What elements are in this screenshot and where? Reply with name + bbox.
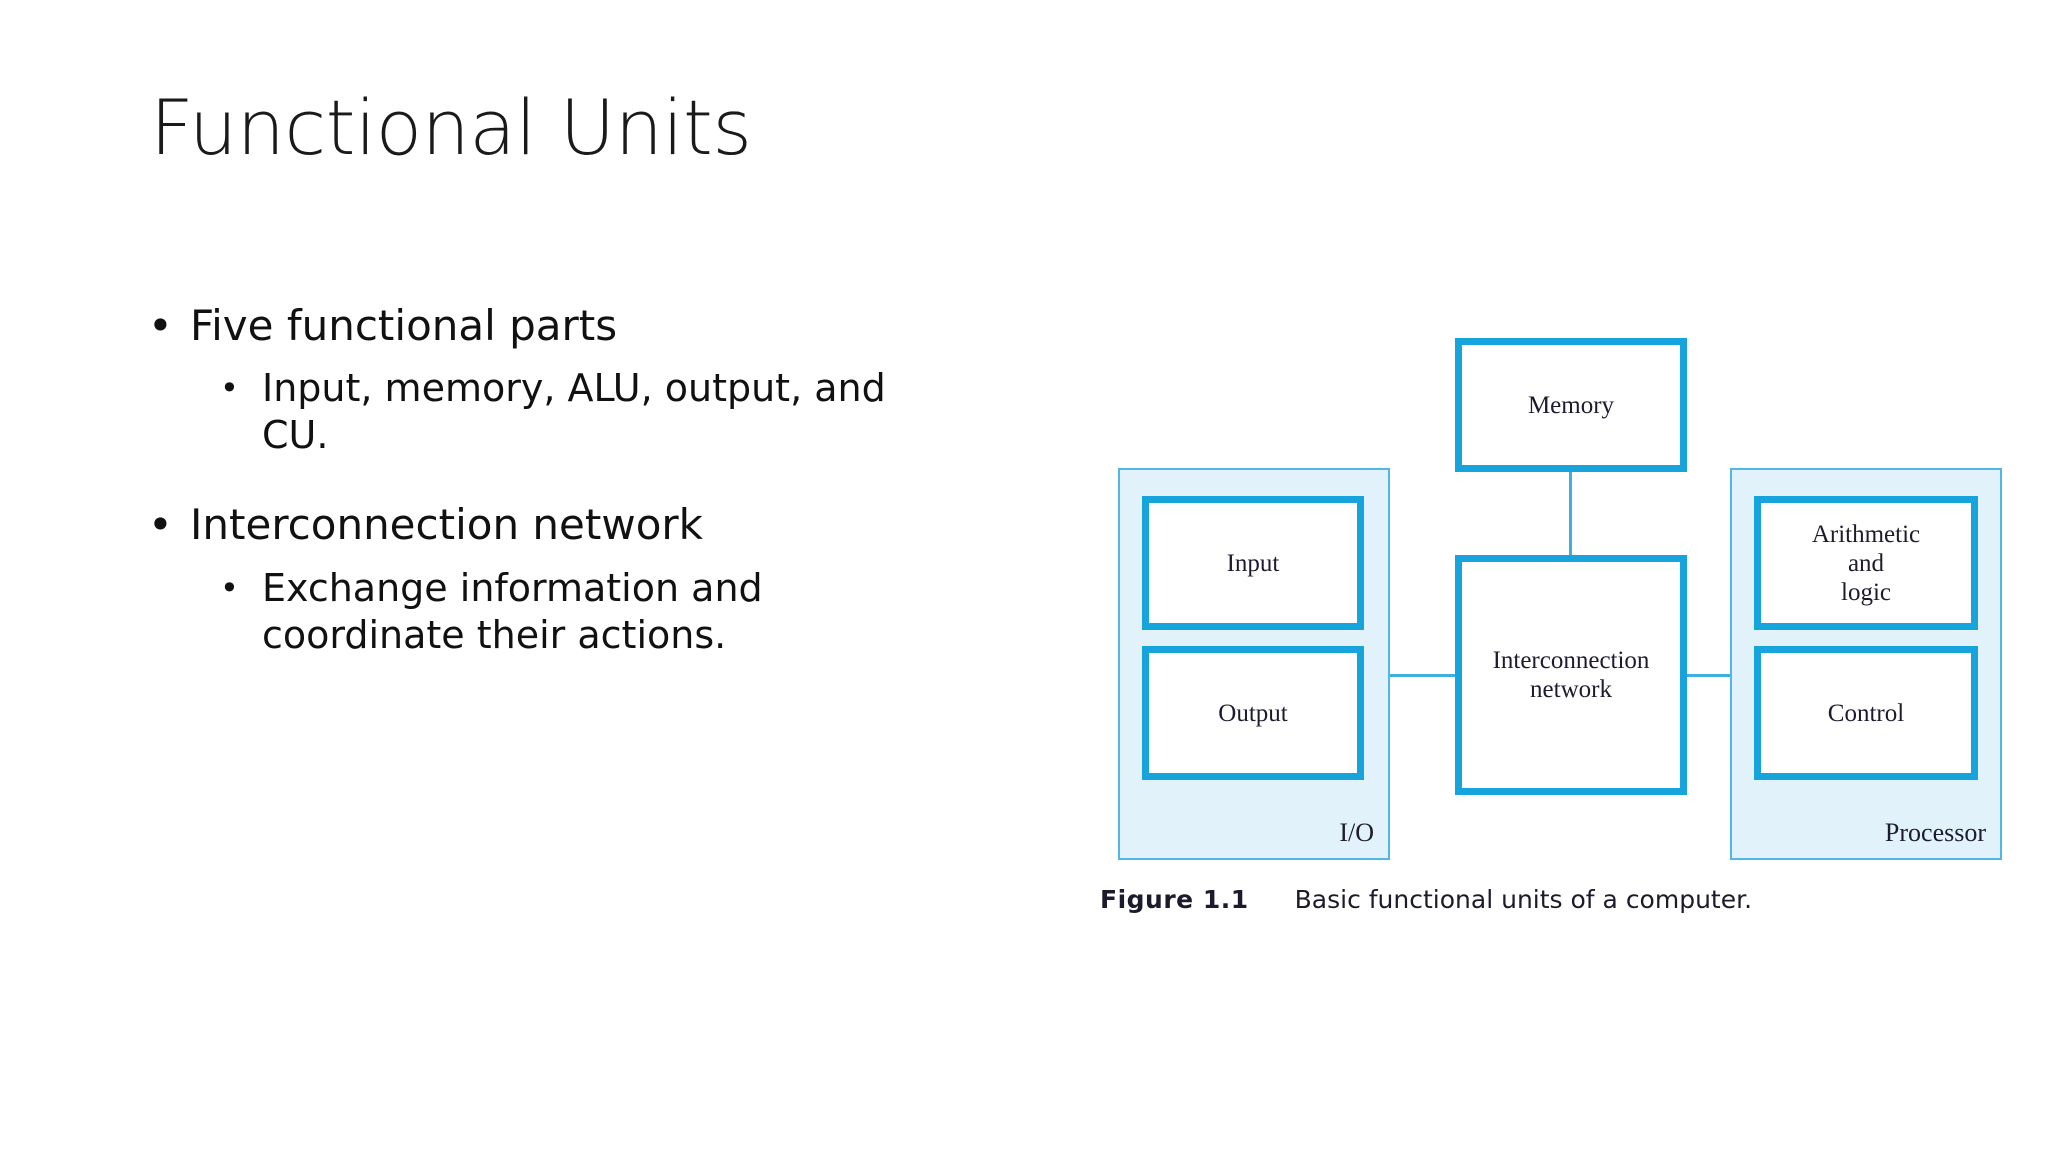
node-input: Input: [1142, 496, 1364, 630]
node-input-label: Input: [1226, 549, 1280, 577]
node-alu-label-line1: Arithmetic: [1811, 520, 1921, 548]
node-memory-label: Memory: [1527, 391, 1615, 419]
node-alu-label: Arithmetic and logic: [1812, 520, 1920, 607]
list-item: • Exchange information and coordinate th…: [148, 565, 938, 659]
bullet-dot-icon: •: [220, 568, 239, 607]
bullet-dot-icon: •: [220, 369, 239, 408]
connector-interconnection-to-processor: [1687, 674, 1731, 677]
node-alu-label-line2: and: [1847, 549, 1885, 577]
bullet-list: • Five functional parts • Input, memory,…: [148, 300, 938, 683]
connector-io-to-interconnection: [1390, 674, 1456, 677]
node-output-label: Output: [1218, 699, 1288, 727]
list-item: • Five functional parts: [148, 300, 938, 351]
page-title: Functional Units: [150, 83, 752, 172]
node-memory: Memory: [1455, 338, 1687, 472]
node-control-label: Control: [1827, 699, 1905, 727]
node-output: Output: [1142, 646, 1364, 780]
node-interconnection-label-line2: network: [1530, 676, 1612, 703]
connector-memory-to-interconnection: [1569, 472, 1572, 556]
group-io-label: I/O: [1339, 818, 1374, 847]
list-item-text: Five functional parts: [190, 301, 618, 350]
diagram-canvas: I/O Input Output Memory Interconnection …: [1100, 320, 2030, 940]
bullet-dot-icon: •: [148, 301, 173, 350]
list-item: • Input, memory, ALU, output, and CU.: [148, 365, 938, 459]
group-processor-label: Processor: [1884, 818, 1986, 847]
node-interconnection-network: Interconnection network: [1455, 555, 1687, 795]
bullet-dot-icon: •: [148, 500, 173, 550]
list-item-text: Interconnection network: [190, 500, 703, 550]
figure-caption-text: Basic functional units of a computer.: [1294, 885, 1753, 914]
node-alu-label-line3: logic: [1841, 578, 1891, 606]
list-item-text: Exchange information and coordinate thei…: [262, 565, 763, 657]
figure-caption: Figure 1.1 Basic functional units of a c…: [1100, 885, 1752, 914]
list-item-text: Input, memory, ALU, output, and CU.: [262, 366, 886, 458]
list-item: • Interconnection network: [148, 499, 938, 550]
figure-diagram: I/O Input Output Memory Interconnection …: [1100, 320, 2030, 940]
node-interconnection-label-line1: Interconnection: [1492, 647, 1650, 674]
node-control: Control: [1754, 646, 1978, 780]
node-interconnection-label: Interconnection network: [1493, 646, 1650, 704]
node-arithmetic-and-logic: Arithmetic and logic: [1754, 496, 1978, 630]
figure-caption-number: Figure 1.1: [1100, 885, 1249, 914]
